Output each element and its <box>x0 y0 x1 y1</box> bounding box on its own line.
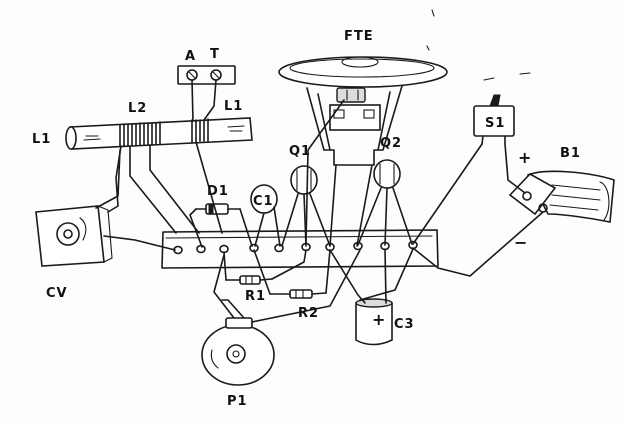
battery-b1: B1 + − <box>508 146 615 252</box>
antenna-terminal-block: A T <box>177 47 236 85</box>
capacitor-c3: + C3 <box>355 298 415 346</box>
label-c1: C1 <box>253 194 274 209</box>
label-d1: D1 <box>207 184 229 199</box>
label-c3: C3 <box>394 317 415 332</box>
resistor-r1: R1 <box>225 275 273 304</box>
label-q2: Q2 <box>380 136 402 151</box>
battery-plus-sign: + <box>518 148 531 167</box>
label-r1: R1 <box>245 289 266 304</box>
ferrite-rod-antenna: L2 L1 L1 <box>32 99 253 150</box>
resistor-r2: R2 <box>269 289 327 321</box>
transistor-q2: Q2 <box>373 136 402 189</box>
diode-d1: D1 <box>195 184 241 215</box>
wiring <box>95 79 544 323</box>
terminal-holes <box>173 240 418 255</box>
label-l2: L2 <box>128 101 147 116</box>
label-fte: FTE <box>344 29 374 44</box>
coil-l1 <box>191 118 209 143</box>
switch-s1: S1 <box>473 94 515 145</box>
label-l1-rod: L1 <box>32 132 51 147</box>
label-b1: B1 <box>560 146 581 161</box>
loudspeaker-fte: FTE <box>278 29 448 166</box>
c3-plus-sign: + <box>372 310 385 329</box>
battery-minus-sign: − <box>514 233 527 252</box>
terminal-strip <box>161 229 439 269</box>
coil-l2 <box>119 121 161 147</box>
capacitor-c1: C1 <box>250 184 278 214</box>
label-p1: P1 <box>227 394 248 409</box>
label-cv: CV <box>46 286 68 301</box>
label-q1: Q1 <box>289 144 311 159</box>
potentiometer-p1: P1 <box>201 317 275 409</box>
label-s1: S1 <box>485 116 505 131</box>
variable-capacitor-cv: CV <box>35 205 113 301</box>
label-t: T <box>210 47 220 62</box>
ink-marks <box>426 9 531 81</box>
transistor-q1: Q1 <box>289 144 318 195</box>
label-l1-coil: L1 <box>224 99 243 114</box>
label-a: A <box>185 49 196 64</box>
